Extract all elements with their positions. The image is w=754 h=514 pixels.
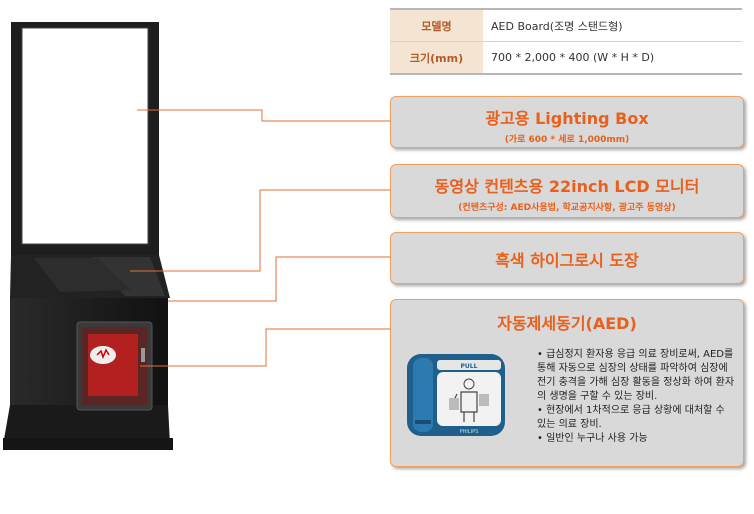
spec-value: 700 * 2,000 * 400 (W * H * D) [491, 51, 655, 64]
spec-table: 모델명 AED Board(조명 스탠드형) 크기(mm) 700 * 2,00… [390, 8, 742, 75]
aed-board-kiosk-illustration [3, 22, 173, 450]
aed-description-item: • 급심정지 환자용 응급 의료 장비로써, AED를 통해 자동으로 심장의 … [537, 349, 735, 402]
spec-value: AED Board(조명 스탠드형) [491, 19, 623, 33]
callout-lighting-box: 광고용 Lighting Box (가로 600 * 세로 1,000mm) [390, 96, 744, 148]
aed-device-image: PULL PHILIPS [407, 354, 505, 436]
callout-title: 동영상 컨텐츠용 22inch LCD 모니터 [434, 177, 700, 196]
spec-key: 모델명 [390, 10, 483, 41]
brand-label: PHILIPS [460, 429, 479, 435]
pull-label: PULL [461, 363, 478, 370]
spec-row-model: 모델명 AED Board(조명 스탠드형) [390, 10, 742, 41]
callout-title: 자동제세동기(AED) [497, 314, 637, 333]
aed-description: • 급심정지 환자용 응급 의료 장비로써, AED를 통해 자동으로 심장의 … [537, 348, 737, 446]
callout-lcd-monitor: 동영상 컨텐츠용 22inch LCD 모니터 (컨텐츠구성: AED사용법, … [390, 164, 744, 218]
callout-subtitle: (가로 600 * 세로 1,000mm) [504, 135, 630, 145]
callout-title: 흑색 하이그로시 도장 [495, 251, 639, 270]
callout-aed: 자동제세동기(AED) PULL PHILIPS • 급심정지 환자용 응급 의… [390, 299, 744, 467]
spec-key: 크기(mm) [390, 42, 483, 73]
callout-black-high-gloss: 흑색 하이그로시 도장 [390, 232, 744, 284]
aed-description-item: • 현장에서 1차적으로 응급 상황에 대처할 수 있는 의료 장비. [537, 405, 725, 430]
aed-description-item: • 일반인 누구나 사용 가능 [537, 433, 648, 444]
callout-subtitle: (컨텐츠구성: AED사용법, 학교공지사항, 광고주 동영상) [458, 203, 676, 213]
callout-title: 광고용 Lighting Box [485, 109, 649, 128]
spec-row-size: 크기(mm) 700 * 2,000 * 400 (W * H * D) [390, 41, 742, 73]
